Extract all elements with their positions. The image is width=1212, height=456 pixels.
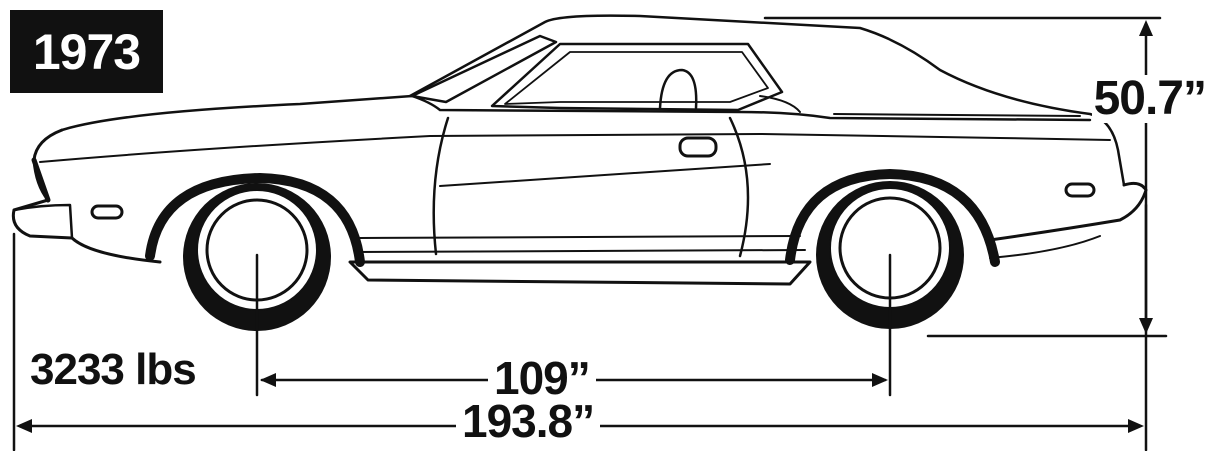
front-bumper [12, 203, 74, 240]
curb-weight-label: 3233 lbs [30, 345, 197, 394]
front-nose [11, 128, 162, 264]
rear-marker-light [1064, 182, 1096, 198]
wheelbase-dimension-label: 109” [488, 355, 596, 401]
overall-length-label: 193.8” [456, 398, 601, 444]
year-badge: 1973 [10, 10, 163, 93]
rear-wheel-arch [785, 169, 1000, 267]
wheelbase-arrow-left [260, 373, 276, 387]
windshield [410, 34, 558, 104]
beltline [39, 133, 1111, 163]
door-handle [678, 136, 718, 158]
grille-edge [31, 157, 51, 203]
wheelbase-arrow-right [872, 373, 888, 387]
window-inner-line [504, 51, 769, 105]
rocker-panel [348, 260, 812, 286]
front-wheel-arch [145, 173, 365, 267]
seat-headrest [658, 68, 698, 110]
height-arrow-top [1139, 20, 1153, 36]
rocker-lines [354, 235, 806, 253]
lower-rear-line [989, 235, 1101, 259]
length-arrow-right [1128, 419, 1144, 433]
rear-body [988, 181, 1148, 242]
length-arrow-left [16, 419, 32, 433]
height-dimension-label: 50.7” [1091, 72, 1208, 125]
front-marker-light [90, 204, 124, 220]
door-rear-edge [728, 116, 750, 258]
hood-line [60, 94, 1092, 132]
dimension-arrowheads [16, 20, 1153, 433]
roofline [408, 14, 1126, 187]
quarter-window-line [759, 95, 801, 113]
rear-deck-line [833, 113, 1081, 117]
body-crease [439, 163, 771, 187]
height-arrow-bottom [1139, 318, 1153, 334]
side-window [490, 42, 784, 112]
